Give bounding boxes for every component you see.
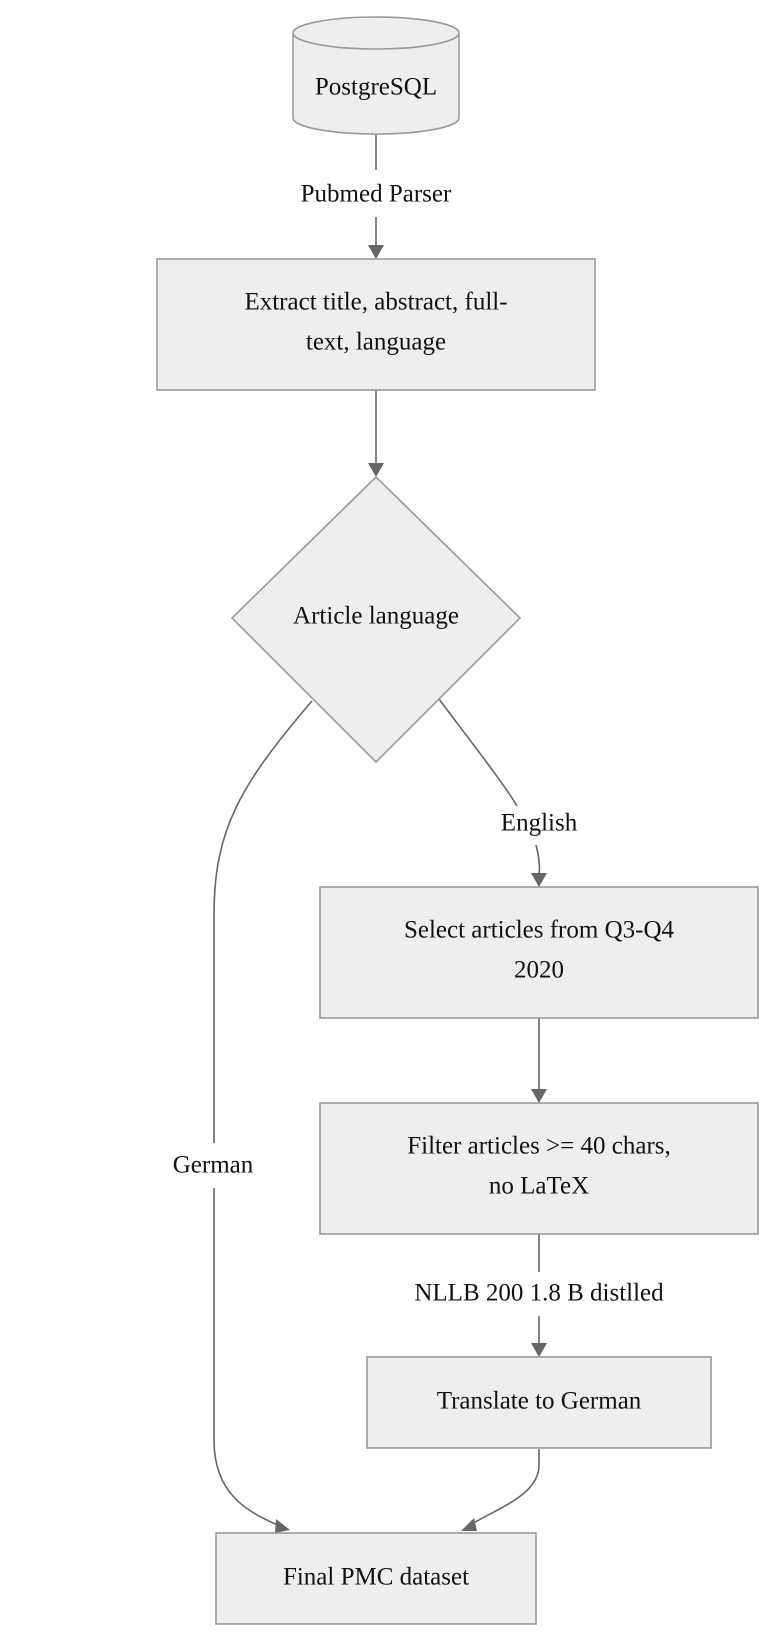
final-node: Final PMC dataset	[215, 1532, 537, 1625]
edge-english-bottom	[535, 844, 541, 875]
edge-translate-to-final	[469, 1449, 540, 1526]
decision-diamond	[230, 475, 522, 764]
arrowhead-select	[531, 873, 547, 887]
decision-node: Article language	[230, 475, 522, 764]
postgres-node: PostgreSQL	[292, 16, 460, 135]
postgres-label: PostgreSQL	[315, 74, 437, 101]
translate-node: Translate to German	[366, 1356, 712, 1449]
select-label-line1: Select articles from Q3-Q4	[404, 917, 675, 944]
arrowhead-final-right	[461, 1518, 477, 1531]
filter-label-line1: Filter articles >= 40 chars,	[407, 1133, 671, 1160]
final-box	[215, 1532, 537, 1625]
edge-german-bottom	[213, 1188, 281, 1527]
select-box	[319, 886, 759, 1019]
select-node: Select articles from Q3-Q4 2020	[319, 886, 759, 1019]
extract-node: Extract title, abstract, full- text, lan…	[156, 258, 596, 391]
cylinder-top	[292, 16, 460, 50]
final-label: Final PMC dataset	[283, 1564, 469, 1591]
extract-label-line1: Extract title, abstract, full-	[244, 289, 507, 316]
arrowhead-translate	[531, 1343, 547, 1357]
edge-label-english: English	[501, 810, 578, 837]
arrowhead-filter	[531, 1089, 547, 1103]
cylinder-body	[292, 33, 460, 135]
translate-label: Translate to German	[437, 1388, 642, 1415]
filter-label-line2: no LaTeX	[489, 1173, 589, 1200]
arrowhead-extract	[368, 245, 384, 259]
translate-box	[366, 1356, 712, 1449]
decision-label: Article language	[293, 603, 459, 630]
filter-node: Filter articles >= 40 chars, no LaTeX	[319, 1102, 759, 1235]
edge-label-german: German	[173, 1152, 254, 1179]
arrowhead-decision	[368, 463, 384, 477]
extract-label-line2: text, language	[306, 329, 446, 356]
edge-german-top	[213, 700, 313, 1143]
edge-label-pubmed-parser: Pubmed Parser	[301, 181, 452, 208]
select-label-line2: 2020	[514, 957, 564, 984]
edge-label-nllb: NLLB 200 1.8 B distlled	[414, 1280, 664, 1307]
edge-english-top	[438, 698, 518, 807]
arrowhead-final-left	[275, 1519, 290, 1533]
filter-box	[319, 1102, 759, 1235]
extract-box	[156, 258, 596, 391]
